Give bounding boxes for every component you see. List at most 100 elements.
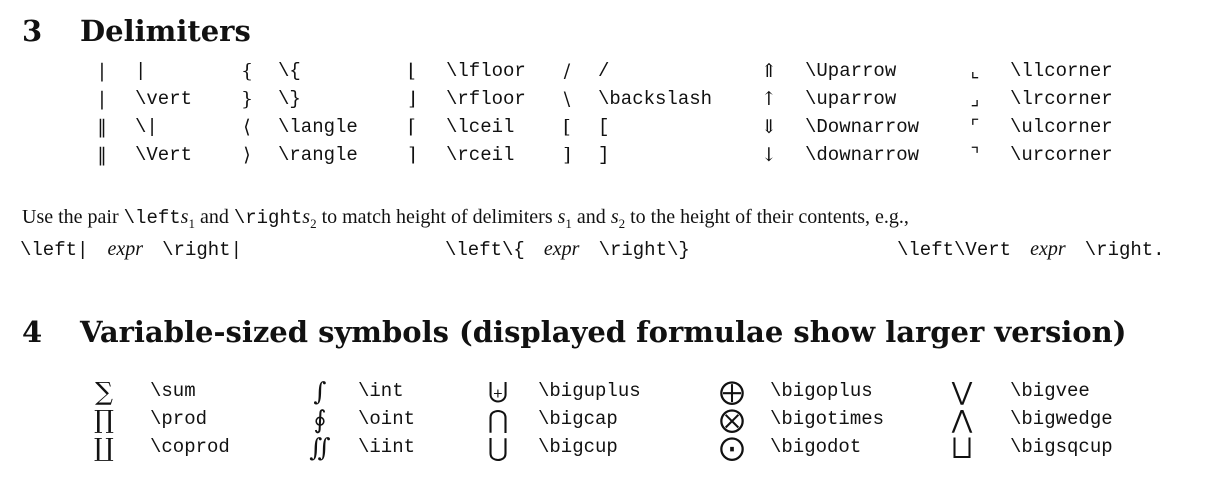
delimiter-symbol: ⇓ [761,116,777,138]
right-command: \right [233,207,303,229]
delimiter-symbol: ⌞ [970,60,980,82]
variable-symbol: ⋂ [487,405,509,434]
usage-text: and [571,206,611,228]
math-s2: s [610,206,619,228]
variable-symbol: ∬ [309,433,331,462]
delimiter-symbol: ⌟ [970,88,980,110]
example-expr: expr [1030,238,1066,260]
usage-example-3: \left\Vert expr \right. [897,238,1165,261]
delimiter-command: \langle [278,116,358,138]
math-s2-subscript: 2 [618,216,626,231]
math-s1-subscript: 1 [188,216,195,231]
delimiter-command: \rceil [446,144,515,166]
variable-symbol: ⋃ [487,433,509,462]
variable-symbol: ∫ [313,377,327,406]
usage-text: to the height of their contents, e.g., [625,206,909,228]
delimiter-command: \backslash [598,88,713,110]
delimiter-command: \Downarrow [805,116,920,138]
delimiter-command: \downarrow [805,144,920,166]
delimiter-command: \| [135,116,158,138]
variable-symbol: ⨀ [719,433,745,462]
variable-symbol: ∐ [94,433,114,462]
usage-text: Use the pair [22,206,124,228]
variable-symbol-command: \prod [150,408,208,430]
delimiter-symbol: | [98,60,106,82]
variable-symbol: ⨁ [719,377,745,406]
variable-symbol: ∏ [94,405,114,434]
delimiter-symbol: ⟩ [243,144,251,166]
delimiter-command: \lceil [446,116,515,138]
variable-symbol-command: \biguplus [538,380,641,402]
delimiter-symbol: { [240,60,254,82]
example-expr: expr [543,238,580,260]
delimiter-command: [ [598,116,610,138]
delimiter-symbol: ⌝ [970,144,980,166]
section-title: Delimiters [80,14,251,48]
delimiter-command: / [598,60,610,82]
variable-symbol: ⋁ [951,377,973,406]
usage-text: and [194,206,234,228]
left-command: \left [123,207,181,229]
delimiter-symbol: / [563,60,571,82]
delimiter-command: \urcorner [1010,144,1113,166]
variable-symbol: ∮ [313,405,327,434]
example-left: \left| [20,239,89,261]
delimiter-command: \lrcorner [1010,88,1113,110]
example-left: \left\{ [445,239,525,261]
example-left: \left\Vert [897,239,1012,261]
example-right: \right. [1084,239,1165,261]
variable-symbol: ⋀ [951,405,973,434]
math-s2: s [302,206,311,228]
math-s1: s [557,206,566,228]
delimiter-command: \ulcorner [1010,116,1113,138]
delimiter-command: \{ [278,60,301,82]
delimiter-command: ] [598,144,610,166]
delimiter-symbol: ⌋ [408,88,416,110]
delimiter-symbol: } [240,88,254,110]
delimiter-symbol: ‖ [97,116,107,138]
delimiter-symbol: ⌈ [408,116,416,138]
variable-symbol-command: \bigcup [538,436,618,458]
delimiter-command: \Uparrow [805,60,897,82]
delimiter-symbol: | [98,88,106,110]
section-number: 4 [22,315,43,349]
delimiter-symbol: ‖ [97,144,107,166]
math-s2-subscript: 2 [310,216,317,231]
math-s1: s [180,206,189,228]
variable-symbol-command: \bigvee [1010,380,1090,402]
delimiter-symbol: ⌊ [408,60,416,82]
variable-symbol-command: \bigotimes [770,408,885,430]
variable-symbol: ∑ [95,377,113,406]
delimiter-symbol: ↑ [761,88,777,110]
usage-example-1: \left| expr \right| [20,238,242,261]
variable-symbol: ⨆ [951,433,972,462]
example-right: \right\} [598,239,690,261]
delimiter-command: \Vert [135,144,193,166]
usage-example-2: \left\{ expr \right\} [445,238,690,261]
section-title: Variable-sized symbols (displayed formul… [80,315,1127,349]
variable-symbol: ⨂ [719,405,745,434]
delimiter-command: \rangle [278,144,358,166]
usage-paragraph: Use the pair \lefts1 and \rights2 to mat… [22,207,909,230]
variable-symbol-command: \bigoplus [770,380,873,402]
delimiter-command: \} [278,88,301,110]
variable-symbol-command: \int [358,380,404,402]
variable-symbol-command: \bigwedge [1010,408,1113,430]
delimiter-symbol: ⇑ [761,60,777,82]
delimiter-symbol: ↓ [761,144,777,166]
delimiter-symbol: ] [563,144,571,166]
usage-text: to match height of delimiters [316,206,558,228]
variable-symbol-command: \bigodot [770,436,862,458]
variable-symbol-command: \bigsqcup [1010,436,1113,458]
delimiter-command: | [135,60,147,82]
delimiter-symbol: ⌜ [970,116,980,138]
example-expr: expr [107,238,144,260]
variable-symbol-command: \oint [358,408,416,430]
math-s1-subscript: 1 [565,216,572,231]
delimiter-command: \uparrow [805,88,897,110]
delimiter-symbol: ⌉ [408,144,416,166]
delimiter-command: \rfloor [446,88,526,110]
variable-symbol-command: \bigcap [538,408,618,430]
example-right: \right| [162,239,242,261]
delimiter-symbol: \ [563,88,571,110]
